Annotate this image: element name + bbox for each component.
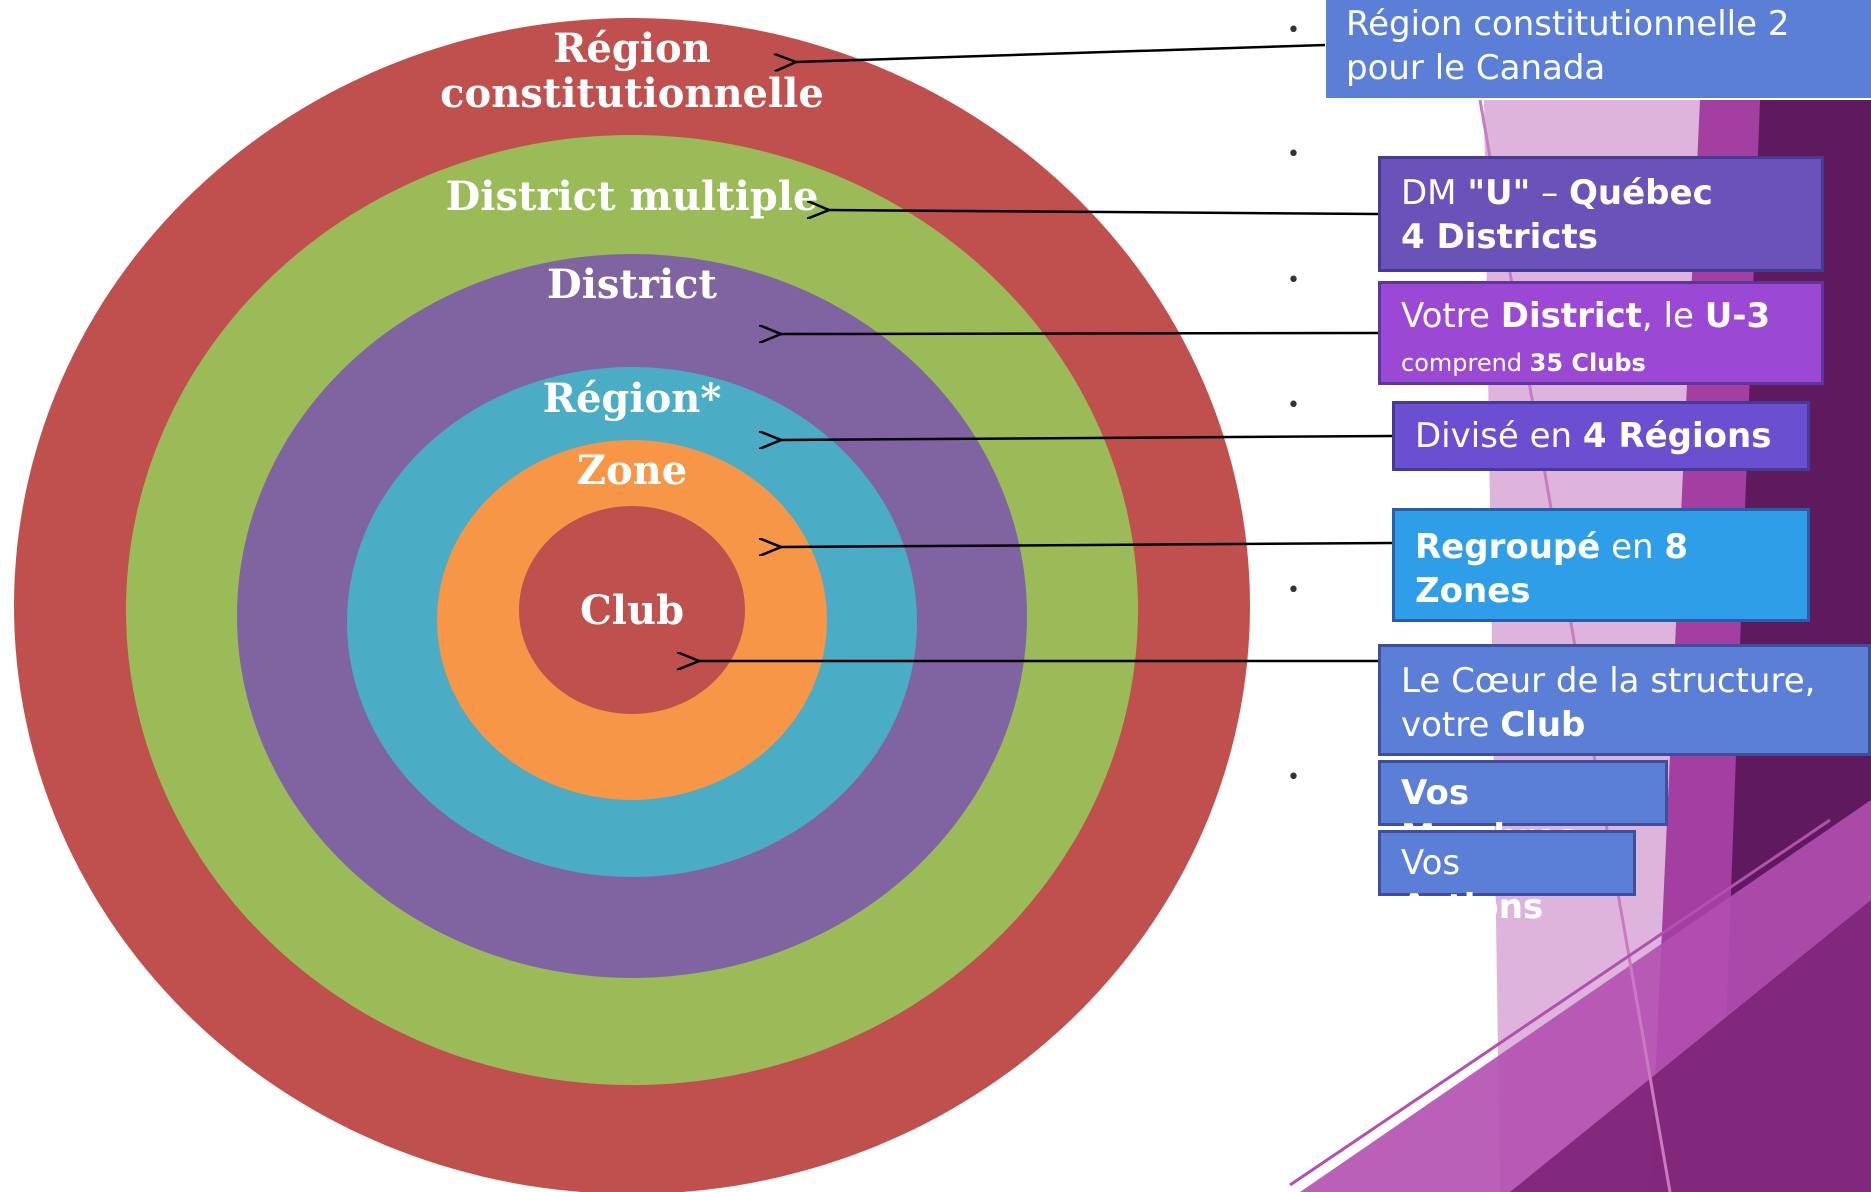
label-region-line1: Région bbox=[553, 25, 711, 72]
bullet-mark: • bbox=[1287, 393, 1300, 418]
box-region-constitutionnelle-text: Région constitutionnelle 2 pour le Canad… bbox=[1346, 4, 1790, 88]
box-district: Votre District, le U-3 comprend 35 Clubs bbox=[1378, 281, 1824, 385]
box-district-multiple: DM "U" – Québec 4 Districts bbox=[1378, 156, 1824, 272]
box-membres: Vos Membres bbox=[1378, 760, 1668, 857]
box-regions: Divisé en 4 Régions bbox=[1392, 401, 1810, 471]
box-zones: Regroupé en 8 Zones bbox=[1392, 508, 1810, 622]
arrow-regions bbox=[780, 436, 1393, 440]
bullet-mark: • bbox=[1287, 18, 1300, 43]
box-region-constitutionnelle: Région constitutionnelle 2 pour le Canad… bbox=[1326, 0, 1871, 98]
bullet-mark: • bbox=[1287, 142, 1300, 167]
label-club: Club bbox=[580, 587, 684, 634]
bullet-mark: • bbox=[1287, 578, 1300, 603]
box-coeur-line1: Le Cœur de la structure, bbox=[1401, 661, 1816, 701]
box-actions: Vos Actions bbox=[1378, 830, 1636, 927]
bullet-mark: • bbox=[1287, 765, 1300, 790]
bullet-mark: • bbox=[1287, 268, 1300, 293]
label-district: District bbox=[547, 261, 718, 308]
arrow-district bbox=[780, 333, 1379, 334]
label-region-star: Région* bbox=[543, 375, 722, 422]
label-region-line2: constitutionnelle bbox=[440, 70, 824, 117]
arrow-zones bbox=[780, 543, 1393, 547]
arrow-district-multiple bbox=[828, 210, 1379, 214]
label-zone: Zone bbox=[577, 447, 687, 494]
arrow-region-constitutionnelle bbox=[795, 43, 1326, 62]
box-coeur: Le Cœur de la structure, votre Club bbox=[1378, 644, 1871, 756]
label-district-multiple: District multiple bbox=[446, 173, 819, 220]
box-dm-line2: 4 Districts bbox=[1401, 217, 1598, 257]
